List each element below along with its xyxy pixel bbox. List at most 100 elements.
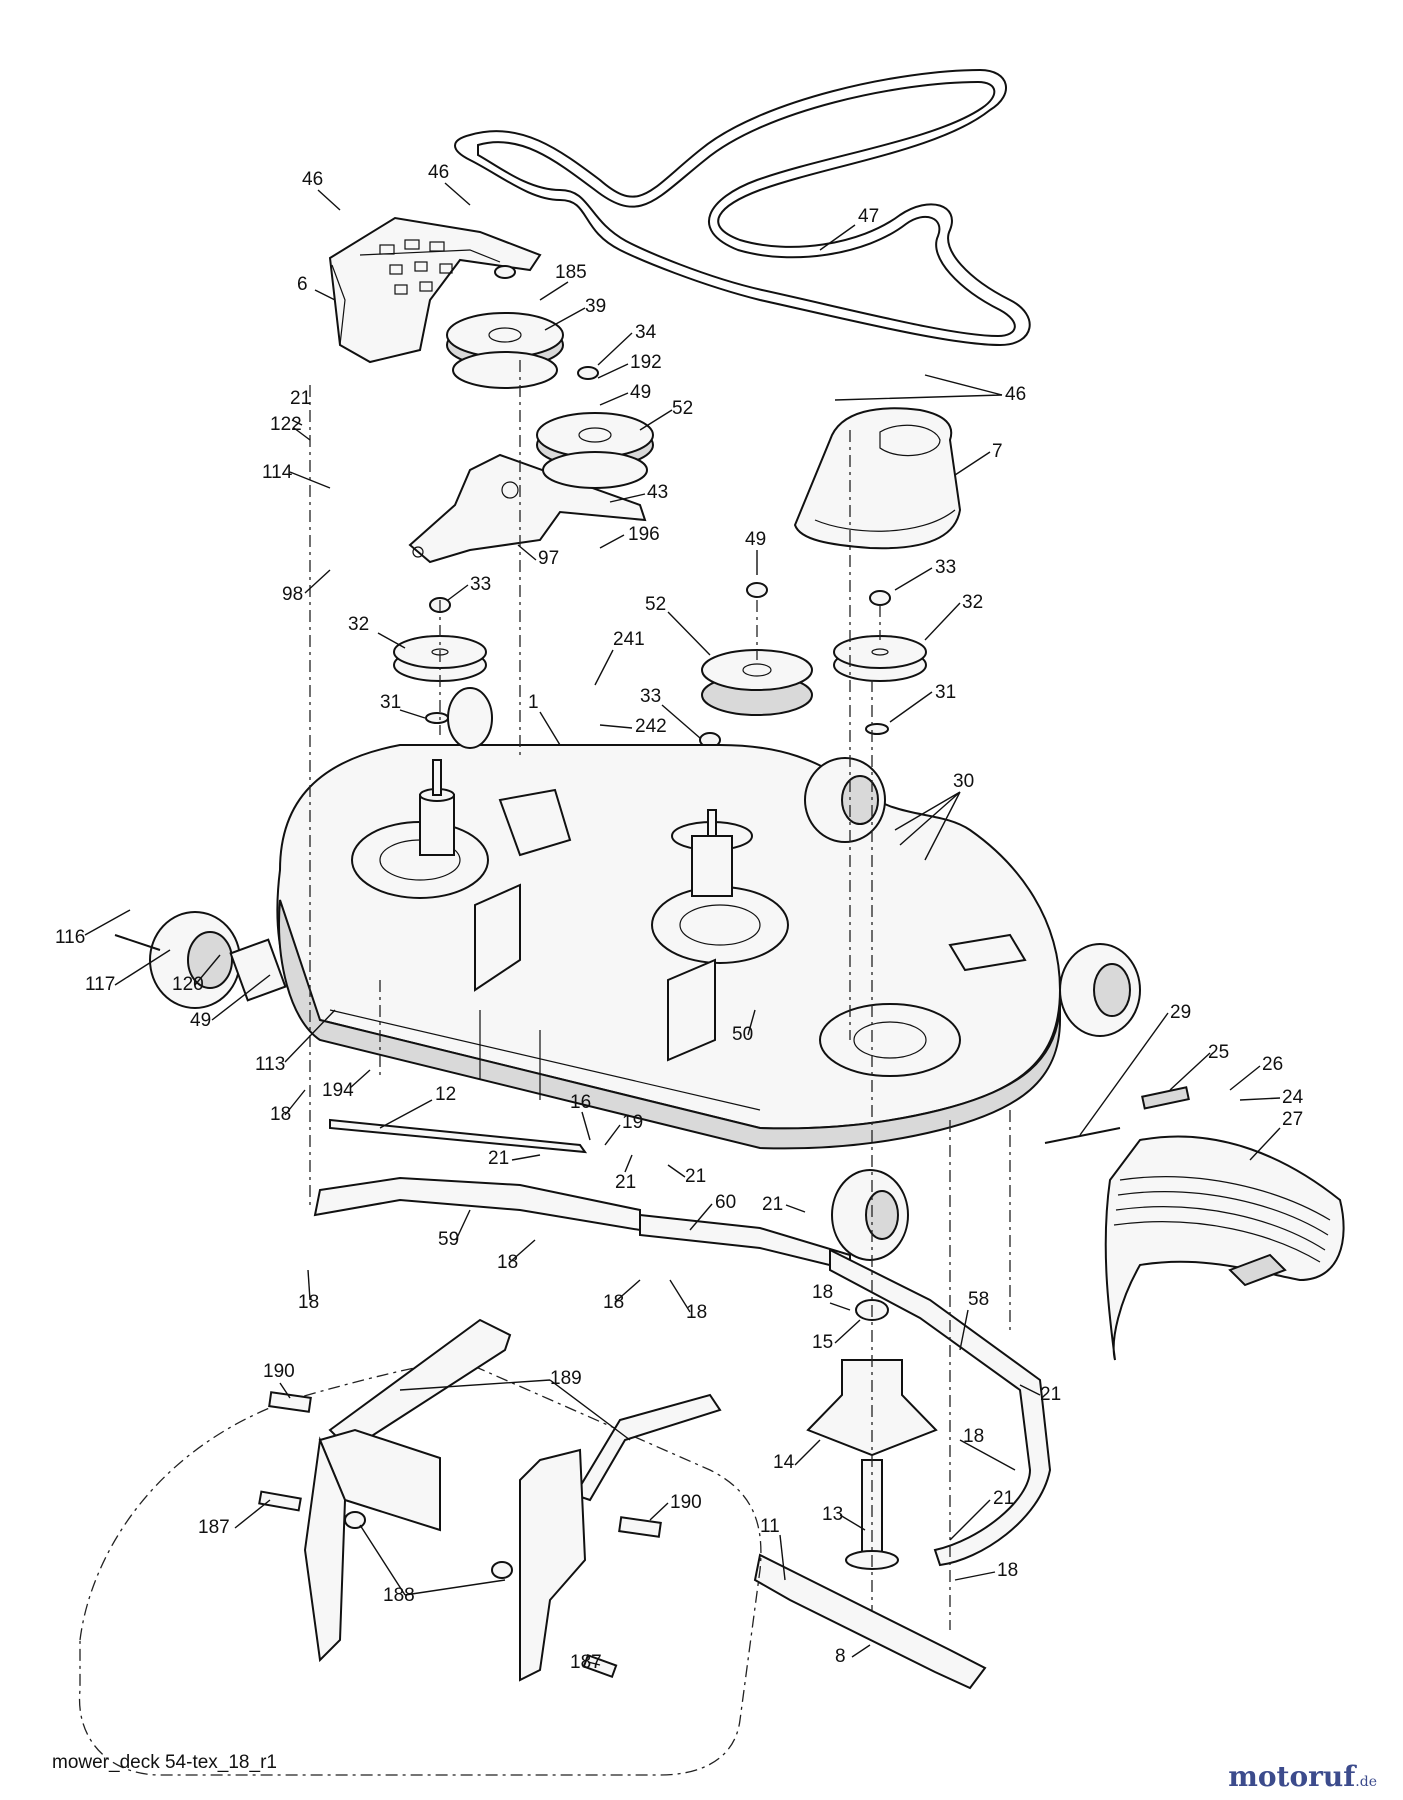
callout-185: 185 — [555, 262, 587, 283]
callout-122: 122 — [270, 414, 302, 435]
deck-hanger-58 — [829, 1248, 1052, 1567]
callout-49-a: 49 — [630, 382, 651, 403]
callout-18-e: 18 — [812, 1282, 833, 1303]
right-belt-cover — [793, 407, 962, 550]
discharge-chute — [1104, 1135, 1345, 1361]
callout-116: 116 — [55, 927, 85, 948]
gauge-wheel-front-left — [114, 911, 287, 1009]
callout-7: 7 — [992, 441, 1003, 462]
idler-pulley-39 — [446, 265, 564, 389]
callout-190-a: 190 — [263, 1361, 295, 1382]
idler-arm-bracket — [408, 453, 647, 564]
callout-21-e: 21 — [762, 1194, 783, 1215]
callout-97: 97 — [538, 548, 559, 569]
chute-rod — [1044, 1127, 1121, 1144]
mower-deck-housing — [276, 744, 1062, 1150]
callout-32-b: 32 — [348, 614, 369, 635]
callout-30: 30 — [953, 771, 974, 792]
callout-21-a: 21 — [290, 388, 311, 409]
callout-18-f: 18 — [963, 1426, 984, 1447]
callout-98: 98 — [282, 584, 303, 605]
lift-arm-inset — [78, 1318, 762, 1776]
callout-241: 241 — [613, 629, 645, 650]
callout-60: 60 — [715, 1192, 736, 1213]
callout-43: 43 — [647, 482, 668, 503]
deck-bracket-right — [667, 933, 1027, 1062]
idler-pulley-52-mid — [701, 582, 813, 716]
left-belt-cover — [328, 216, 542, 364]
callout-49-c: 49 — [190, 1010, 211, 1031]
callout-32-a: 32 — [962, 592, 983, 613]
chute-spring — [1141, 1086, 1190, 1110]
callout-6: 6 — [297, 274, 308, 295]
idler-pulley-52-upper — [536, 366, 654, 489]
callout-52-b: 52 — [645, 594, 666, 615]
callout-1: 1 — [528, 692, 539, 713]
logo-main: motoruf — [1228, 1760, 1356, 1793]
deck-bracket-left — [474, 788, 572, 992]
callout-194: 194 — [322, 1080, 354, 1101]
callout-187-b: 187 — [570, 1652, 602, 1673]
deck-hanger-60 — [639, 1213, 851, 1272]
gauge-wheel-rear-right — [804, 757, 886, 843]
callout-49-b: 49 — [745, 529, 766, 550]
callout-34: 34 — [635, 322, 657, 343]
callout-50: 50 — [732, 1024, 753, 1045]
callout-188: 188 — [383, 1585, 415, 1606]
callout-21-d: 21 — [685, 1166, 706, 1187]
callout-187-a: 187 — [198, 1517, 230, 1538]
deck-lift-link-12 — [329, 1118, 588, 1154]
callout-24: 24 — [1282, 1087, 1304, 1108]
callout-18-d: 18 — [686, 1302, 707, 1323]
callout-59: 59 — [438, 1229, 459, 1250]
callout-189: 189 — [550, 1368, 582, 1389]
callout-19: 19 — [622, 1112, 643, 1133]
callout-12: 12 — [435, 1084, 456, 1105]
mower-blade — [753, 1553, 987, 1690]
callout-21-c: 21 — [615, 1172, 636, 1193]
callout-18-h: 18 — [270, 1104, 291, 1125]
callout-196: 196 — [628, 524, 660, 545]
callout-39: 39 — [585, 296, 606, 317]
callout-46-b: 46 — [428, 162, 449, 183]
callout-33-b: 33 — [935, 557, 956, 578]
callout-33-c: 33 — [640, 686, 661, 707]
callout-117: 117 — [85, 974, 115, 995]
gauge-wheel-front-right — [1059, 943, 1141, 1037]
callout-120: 120 — [172, 974, 204, 995]
callout-113: 113 — [255, 1054, 285, 1075]
deck-hanger-bracket-59 — [313, 1176, 641, 1232]
callout-33-a: 33 — [470, 574, 491, 595]
callout-25: 25 — [1208, 1042, 1229, 1063]
callout-14: 14 — [773, 1452, 795, 1473]
callout-114: 114 — [262, 462, 293, 483]
callout-26: 26 — [1262, 1054, 1283, 1075]
callout-46-c: 46 — [1005, 384, 1026, 405]
callout-29: 29 — [1170, 1002, 1191, 1023]
callout-11: 11 — [760, 1516, 780, 1537]
callout-46-a: 46 — [302, 169, 323, 190]
deck-spindle-left — [419, 759, 455, 856]
callout-47: 47 — [858, 206, 879, 227]
callout-21-b: 21 — [488, 1148, 509, 1169]
gauge-wheel-front-center — [831, 1169, 909, 1261]
part-callouts: 46 46 6 185 39 34 192 49 52 21 122 114 4… — [55, 162, 1304, 1673]
callout-16: 16 — [570, 1092, 591, 1113]
callout-18-b: 18 — [298, 1292, 319, 1313]
drive-belt — [454, 68, 1031, 347]
callout-58: 58 — [968, 1289, 989, 1310]
callout-31-b: 31 — [935, 682, 956, 703]
callout-18-a: 18 — [497, 1252, 518, 1273]
gauge-wheel-rear-left — [447, 687, 493, 749]
watermark-logo: motoruf.de — [1228, 1760, 1377, 1793]
callout-8: 8 — [835, 1646, 846, 1667]
callout-15: 15 — [812, 1332, 833, 1353]
callout-21-g: 21 — [993, 1488, 1014, 1509]
callout-27: 27 — [1282, 1109, 1303, 1130]
callout-13: 13 — [822, 1504, 843, 1525]
callout-18-g: 18 — [997, 1560, 1018, 1581]
callout-52-a: 52 — [672, 398, 693, 419]
callout-18-c: 18 — [603, 1292, 624, 1313]
diagram-caption: mower_deck 54-tex_18_r1 — [52, 1752, 277, 1773]
